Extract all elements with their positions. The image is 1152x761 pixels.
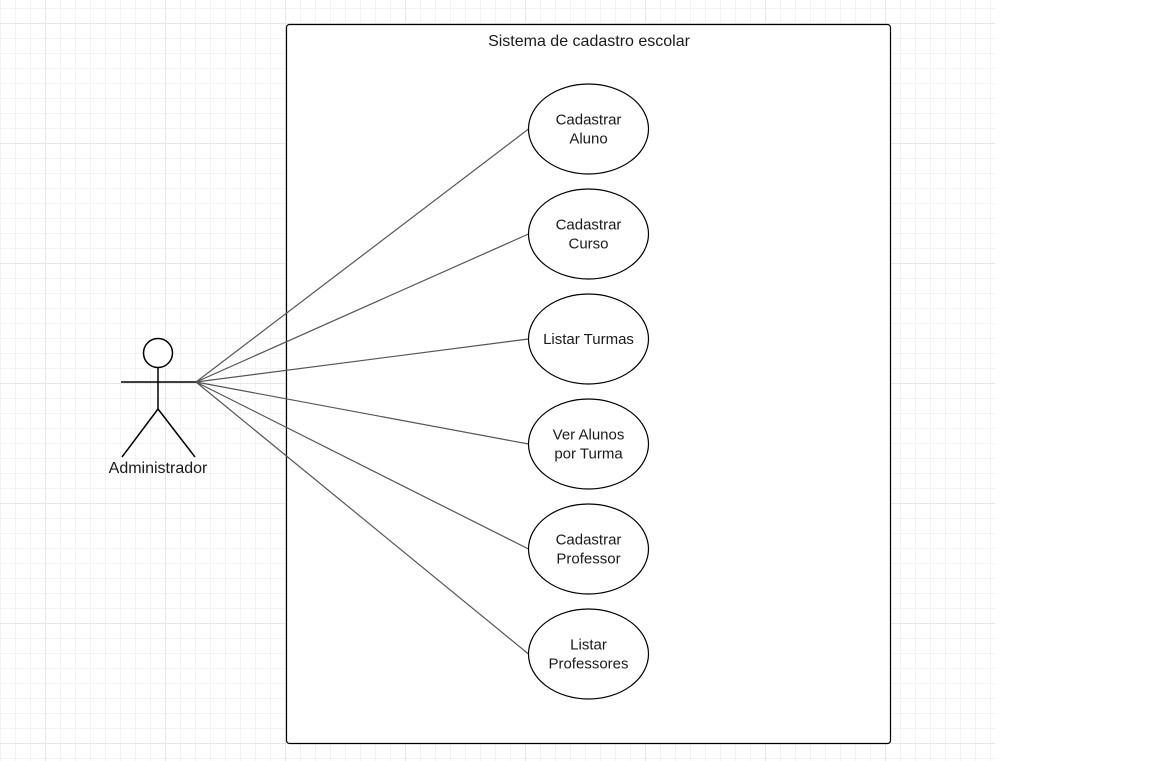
use-case-ellipse[interactable] (527, 398, 650, 490)
association-line-4[interactable] (195, 381, 529, 445)
use-case-label: Listar (570, 637, 607, 654)
use-case-ellipse[interactable] (527, 608, 650, 700)
association-line-5[interactable] (195, 381, 529, 550)
use-case-label: Cadastrar (556, 217, 622, 234)
use-case-4[interactable]: Ver Alunos por Turma (527, 398, 650, 490)
association-line-3[interactable] (195, 338, 529, 383)
use-case-label: Aluno (569, 131, 607, 148)
actor-right-leg (157, 408, 196, 458)
use-case-label: Ver Alunos (553, 427, 625, 444)
use-case-label: Professor (556, 551, 620, 568)
use-case-label: Curso (568, 236, 608, 253)
actor-left-leg (121, 408, 159, 458)
actor-label: Administrador (109, 460, 208, 477)
actor-administrador[interactable]: Administrador (109, 337, 208, 478)
use-case-ellipse[interactable] (527, 503, 650, 595)
association-line-6[interactable] (195, 381, 529, 655)
association-line-2[interactable] (195, 233, 529, 383)
use-case-label: Listar Turmas (543, 331, 634, 348)
use-case-label: por Turma (554, 446, 623, 463)
associations (195, 128, 529, 655)
actor-head (142, 337, 174, 369)
system-title: Sistema de cadastro escolar (488, 33, 691, 50)
association-line-1[interactable] (195, 128, 529, 383)
use-case-label: Cadastrar (556, 112, 622, 129)
use-case-3[interactable]: Listar Turmas (527, 293, 650, 385)
use-case-label: Cadastrar (556, 532, 622, 549)
use-case-label: Professores (548, 656, 628, 673)
use-case-ellipse[interactable] (527, 188, 650, 280)
use-case-ellipse[interactable] (527, 293, 650, 385)
use-case-ellipse[interactable] (527, 83, 650, 175)
